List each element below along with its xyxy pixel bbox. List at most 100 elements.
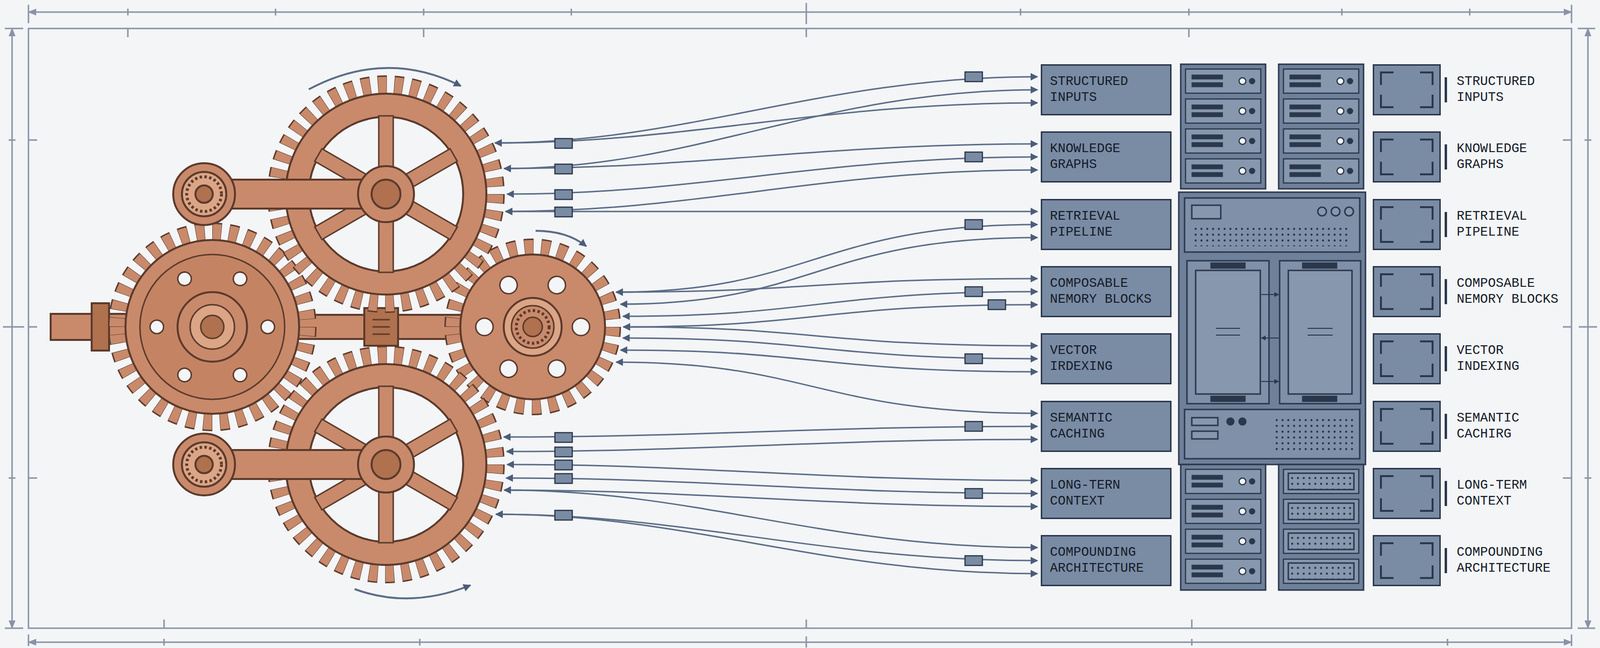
bracket-box <box>1372 400 1441 452</box>
server-rack <box>1185 468 1261 494</box>
corner-mark <box>1420 430 1434 445</box>
node-label: KNOWLEDGE GRAPHS <box>1049 140 1163 173</box>
text-holder: VECTOR IRDEXING <box>1049 342 1163 375</box>
server-chassis <box>1186 260 1269 404</box>
server-chassis <box>1211 396 1245 401</box>
corner-mark <box>1420 565 1434 579</box>
server-chassis <box>1331 206 1340 216</box>
tick-bar <box>1444 345 1448 372</box>
corner-mark <box>1379 565 1394 579</box>
server-chassis <box>1191 430 1218 439</box>
server-rack <box>1185 98 1261 124</box>
signal-wire <box>620 237 1038 304</box>
gear-arm <box>186 446 222 482</box>
server-rack <box>1180 64 1364 189</box>
corner-mark <box>1420 94 1434 109</box>
server-rack <box>1278 64 1364 189</box>
server-chassis <box>1273 415 1354 452</box>
tick-bar <box>1444 278 1448 304</box>
wire-tag <box>554 459 573 470</box>
corner-mark <box>1420 541 1434 556</box>
process-box: KNOWLEDGE GRAPHS <box>1040 131 1172 183</box>
text-holder: COMPOSABLE NEMORY BLOCKS <box>1456 275 1566 308</box>
bearing-gear <box>453 247 613 407</box>
server-rack <box>1283 98 1359 124</box>
gear-arm <box>173 163 414 496</box>
tick-bar <box>1444 77 1448 103</box>
node-label: SEMANTIC CACHING <box>1049 410 1163 442</box>
wire-tag <box>965 488 983 498</box>
blueprint-frame <box>11 28 14 628</box>
wire-tag <box>965 421 983 431</box>
signal-wire <box>504 89 1038 169</box>
flange-gear <box>190 304 235 349</box>
wire-tag <box>554 71 1006 566</box>
node-label: RETRIEVAL PIPELINE <box>1456 208 1566 241</box>
flange-gear <box>230 365 249 384</box>
rotation-arrow <box>535 230 587 247</box>
corner-mark <box>1420 497 1434 512</box>
server-rack <box>1283 498 1359 524</box>
bearing-gear <box>511 305 554 348</box>
wire-tag <box>554 164 573 174</box>
signal-wire <box>496 513 1038 561</box>
text-holder: SEMANTIC CACHING <box>1049 410 1163 442</box>
bracket-node: LONG-TERM CONTEXT <box>1372 467 1566 519</box>
process-box: COMPOUNDING ARCHITECTURE <box>1040 534 1172 586</box>
gear-arm <box>371 179 401 209</box>
blueprint-frame <box>27 4 30 24</box>
blueprint-frame <box>4 627 24 629</box>
corner-mark <box>1420 407 1434 422</box>
drive-shaft <box>91 303 110 351</box>
corner-mark <box>1420 296 1434 310</box>
signal-wire <box>507 464 1038 481</box>
gear-arm <box>195 185 213 203</box>
corner-mark <box>1420 363 1434 377</box>
corner-mark <box>1379 340 1394 354</box>
bearing-gear <box>544 356 569 381</box>
signal-wire <box>623 304 1038 327</box>
server-rack <box>1180 464 1266 590</box>
server-chassis <box>1195 270 1261 394</box>
process-box: COMPOSABLE NEMORY BLOCKS <box>1040 265 1172 318</box>
blueprint-frame <box>28 641 1572 643</box>
signal-wire <box>616 224 1038 292</box>
server-chassis <box>1261 337 1279 339</box>
bracket-box <box>1372 534 1441 586</box>
server-chassis <box>1288 270 1352 394</box>
wire-tag <box>554 189 573 200</box>
server-chassis <box>1227 417 1234 425</box>
server-chassis <box>1261 380 1279 382</box>
server-chassis <box>1302 262 1337 268</box>
server-rack <box>1283 468 1359 494</box>
corner-mark <box>1379 474 1394 489</box>
bearing-gear <box>544 273 569 297</box>
flange-gear <box>117 232 307 422</box>
corner-mark <box>1379 497 1394 512</box>
gear-arm <box>181 171 227 217</box>
signal-wire <box>503 426 1038 437</box>
blueprint-frame <box>1571 634 1573 646</box>
wire-tag <box>965 219 983 230</box>
flange-gear <box>125 239 300 414</box>
blueprint-frame <box>28 139 1572 478</box>
server-chassis <box>1302 396 1337 401</box>
bracket-box <box>1372 467 1441 519</box>
tick-bar <box>1444 547 1448 573</box>
node-label: STRUCTURED INPUTS <box>1049 73 1163 106</box>
drive-shaft <box>372 319 390 334</box>
node-label: COMPOUNDING ARCHITECTURE <box>1049 544 1163 577</box>
text-holder: LONG-TERM CONTEXT <box>1456 477 1566 510</box>
text-holder: SEMANTIC CACHIRG <box>1456 410 1566 442</box>
bracket-node: SEMANTIC CACHIRG <box>1372 400 1566 452</box>
blueprint-frame <box>1571 4 1573 24</box>
drive-shaft <box>364 307 399 346</box>
flange-gear <box>200 315 224 339</box>
bearing-gear <box>516 310 550 344</box>
text-holder: COMPOSABLE NEMORY BLOCKS <box>1049 275 1163 308</box>
server-rack <box>1283 128 1359 153</box>
server-rack <box>1185 128 1261 153</box>
node-label: LONG-TERN CONTEXT <box>1049 477 1163 510</box>
